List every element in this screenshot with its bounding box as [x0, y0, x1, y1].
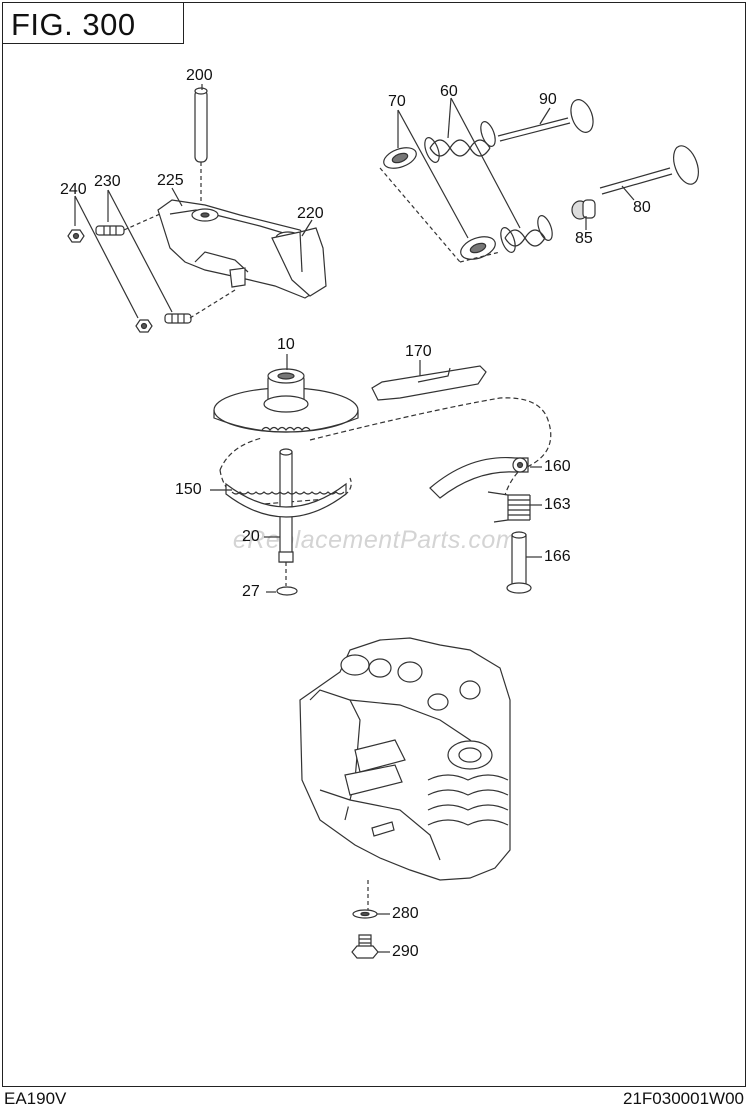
callout-230: 230 [94, 173, 121, 190]
leader-230b [108, 190, 172, 312]
part-150-crank-sprocket [226, 484, 346, 517]
leader-60 [448, 98, 451, 138]
part-170-chain-guide [372, 366, 486, 400]
part-70-retainer-upper [381, 144, 419, 173]
part-150-chain-return [220, 470, 351, 505]
callout-70: 70 [388, 93, 406, 110]
footer-model: EA190V [4, 1089, 67, 1108]
part-70-retainer-lower [458, 232, 499, 263]
callout-163: 163 [544, 496, 571, 513]
part-220-rocker-arm [272, 228, 326, 296]
part-160-tensioner [430, 458, 528, 498]
part-230-bolt-lower [165, 314, 191, 323]
part-90-valve-exhaust [498, 97, 597, 141]
callout-160: 160 [544, 458, 571, 475]
callout-27: 27 [242, 583, 260, 600]
part-20-crankshaft [280, 449, 292, 562]
part-200-pin [195, 88, 207, 162]
figure-title: FIG. 300 [11, 7, 136, 42]
leader-70b [398, 110, 468, 238]
leader-230b-dash [190, 290, 235, 318]
leader-90 [540, 108, 550, 124]
leader-230-dash [124, 214, 160, 230]
part-280-washer [353, 910, 377, 918]
callout-10: 10 [277, 336, 295, 353]
leader-220 [302, 220, 312, 236]
part-60-spring-upper [422, 120, 498, 165]
part-240-nut-lower [136, 320, 152, 332]
callout-170: 170 [405, 343, 432, 360]
part-166-pin [507, 532, 531, 593]
part-20-key [279, 552, 293, 562]
leader-60b [451, 98, 520, 228]
part-27-clip [277, 587, 297, 595]
callout-220: 220 [297, 205, 324, 222]
cylinder-head-assembly [300, 638, 510, 880]
part-85-valve-seal [572, 200, 595, 219]
diagram-frame [2, 2, 746, 1087]
part-163-tensioner-spring [488, 492, 530, 522]
callout-90: 90 [539, 91, 557, 108]
callout-60: 60 [440, 83, 458, 100]
leader-240b [75, 196, 138, 318]
callout-85: 85 [575, 230, 593, 247]
callout-150: 150 [175, 481, 202, 498]
callout-280: 280 [392, 905, 419, 922]
callout-225: 225 [157, 172, 184, 189]
figure-title-box: FIG. 300 [2, 2, 184, 44]
footer-code: 21F030001W00 [623, 1089, 744, 1108]
callout-80: 80 [633, 199, 651, 216]
leader-225 [172, 188, 182, 206]
part-230-bolt-upper [96, 226, 124, 235]
callout-20: 20 [242, 528, 260, 545]
callout-200: 200 [186, 67, 213, 84]
part-80-valve-intake [600, 142, 703, 194]
part-150-chain-path [220, 398, 551, 495]
leader-80 [622, 186, 634, 200]
valve-axis-dash [380, 168, 460, 262]
part-60-spring-lower [498, 214, 555, 255]
part-290-bolt [352, 935, 378, 958]
part-10-camshaft-sprocket [214, 369, 358, 432]
callout-290: 290 [392, 943, 419, 960]
callout-166: 166 [544, 548, 571, 565]
callout-240: 240 [60, 181, 87, 198]
part-240-nut-upper [68, 230, 84, 242]
